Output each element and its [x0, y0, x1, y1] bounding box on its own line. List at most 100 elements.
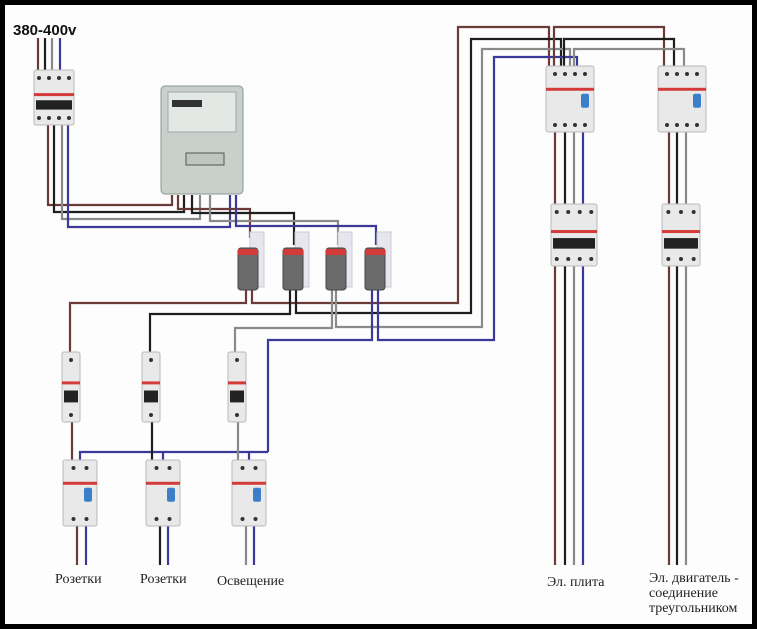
rcd-motor-terminal-top: [685, 72, 689, 76]
rcd-stove-terminal-top: [553, 72, 557, 76]
rcd-motor-terminal-bottom: [675, 123, 679, 127]
rcd-stove-toggle: [581, 93, 589, 108]
breaker-motor-toggle: [664, 238, 698, 249]
rcd-motor-terminal-bottom: [685, 123, 689, 127]
main-breaker-terminal-bottom: [67, 116, 71, 120]
breaker-stove-toggle: [553, 238, 595, 249]
wire-meter-to-fuse4: [234, 195, 378, 245]
group-breaker-1: [61, 351, 81, 423]
wire-fuse2-to-group2: [148, 290, 292, 355]
breaker-stove: [550, 203, 598, 267]
rcd-stove-terminal-bottom: [583, 123, 587, 127]
breaker-motor-terminal-top: [666, 210, 671, 214]
fuse-module-3: [325, 247, 347, 291]
rcd-stove: [545, 65, 595, 133]
rcd-stove-terminal-top: [583, 72, 587, 76]
rcd-motor-terminal-top: [665, 72, 669, 76]
rcd-outlets-1-stripe: [63, 481, 97, 485]
rcd-lighting-terminal-bottom: [253, 517, 258, 521]
group-breaker-2-terminal-top: [149, 358, 153, 362]
feeder-L3-motor: [572, 47, 686, 68]
breaker-stove-stripe: [551, 230, 597, 234]
main-breaker-terminal-top: [47, 76, 51, 80]
breaker-stove-terminal-bottom: [577, 257, 582, 261]
main-breaker-terminal-bottom: [37, 116, 41, 120]
breaker-motor-terminal-bottom: [691, 257, 696, 261]
main-breaker-terminal-top: [67, 76, 71, 80]
supply-voltage-label: 380-400v: [13, 22, 77, 39]
main-breaker-terminal-bottom: [47, 116, 51, 120]
rcd-motor-terminal-top: [675, 72, 679, 76]
rcd-motor-terminal-top: [695, 72, 699, 76]
wire-neutral-bus: [78, 450, 268, 460]
rcd-outlets-2-toggle: [167, 487, 175, 502]
rcd-motor-toggle: [693, 93, 701, 108]
rcd-outlets-1-terminal-top: [71, 466, 76, 470]
stove-label: Эл. плита: [547, 575, 605, 590]
rcd-stove-terminal-bottom: [573, 123, 577, 127]
meter-display-panel: [167, 91, 237, 133]
rcd-stove-terminal-top: [573, 72, 577, 76]
fuse-module-1: [237, 247, 259, 291]
fuse-module-3-cap: [326, 249, 346, 255]
rcd-stove-terminal-bottom: [563, 123, 567, 127]
rcd-outlets-1: [62, 459, 98, 527]
meter-window: [185, 152, 225, 166]
wiring-diagram: 380-400v Розетки Розетки Освещение Эл. п…: [5, 5, 752, 624]
rcd-lighting-terminal-top: [240, 466, 245, 470]
motor-label-line3: треугольником: [649, 601, 738, 616]
wiring-svg: [33, 25, 707, 565]
rcd-outlets-2-terminal-bottom: [167, 517, 172, 521]
rcd-motor-terminal-bottom: [695, 123, 699, 127]
fuse-module-2: [282, 247, 304, 291]
wire-fuse1-to-group1: [68, 290, 248, 355]
breaker-stove-terminal-top: [577, 210, 582, 214]
group-breaker-3-terminal-top: [235, 358, 239, 362]
breaker-motor: [661, 203, 701, 267]
breaker-motor-stripe: [662, 230, 700, 234]
group-breaker-2-terminal-bottom: [149, 413, 153, 417]
main-breaker-stripe: [34, 93, 74, 97]
breaker-stove-terminal-top: [554, 210, 559, 214]
rcd-lighting-toggle: [253, 487, 261, 502]
main-breaker: [33, 69, 75, 126]
fuse-module-1-cap: [238, 249, 258, 255]
breaker-stove-terminal-bottom: [589, 257, 594, 261]
feeder-L1-stove: [250, 25, 551, 305]
wire-main-to-meter-L2: [52, 120, 186, 214]
meter-counter: [172, 100, 202, 107]
main-breaker-terminal-bottom: [57, 116, 61, 120]
rcd-stove-terminal-top: [563, 72, 567, 76]
rcd-outlets-1-toggle: [84, 487, 92, 502]
feeder-L1-motor: [552, 25, 666, 68]
wire-meter-to-fuse1: [176, 195, 252, 238]
group-breaker-3-stripe: [228, 381, 246, 385]
wire-main-to-meter-L1: [46, 120, 174, 207]
rcd-outlets-2-terminal-top: [167, 466, 172, 470]
fuse-module-4: [364, 247, 386, 291]
feeder-L2-motor: [562, 37, 676, 68]
rcd-motor: [657, 65, 707, 133]
group-breaker-3-terminal-bottom: [235, 413, 239, 417]
outlets-label-1: Розетки: [55, 572, 102, 587]
rcd-motor-terminal-bottom: [665, 123, 669, 127]
breaker-stove-terminal-bottom: [566, 257, 571, 261]
group-breaker-1-stripe: [62, 381, 80, 385]
group-breaker-1-terminal-top: [69, 358, 73, 362]
breaker-motor-terminal-bottom: [666, 257, 671, 261]
rcd-outlets-1-terminal-bottom: [84, 517, 89, 521]
main-breaker-terminal-top: [37, 76, 41, 80]
rcd-stove-terminal-bottom: [553, 123, 557, 127]
breaker-motor-terminal-top: [679, 210, 683, 214]
breaker-stove-terminal-top: [566, 210, 571, 214]
group-breaker-1-terminal-bottom: [69, 413, 73, 417]
fuse-module-4-cap: [365, 249, 385, 255]
feeder-L2-stove: [294, 37, 563, 315]
motor-label-line1: Эл. двигатель -: [649, 571, 739, 586]
group-breaker-2-stripe: [142, 381, 160, 385]
breaker-stove-terminal-top: [589, 210, 594, 214]
rcd-outlets-2-stripe: [146, 481, 180, 485]
fuse-module-2-cap: [283, 249, 303, 255]
group-breaker-1-toggle: [64, 390, 78, 403]
